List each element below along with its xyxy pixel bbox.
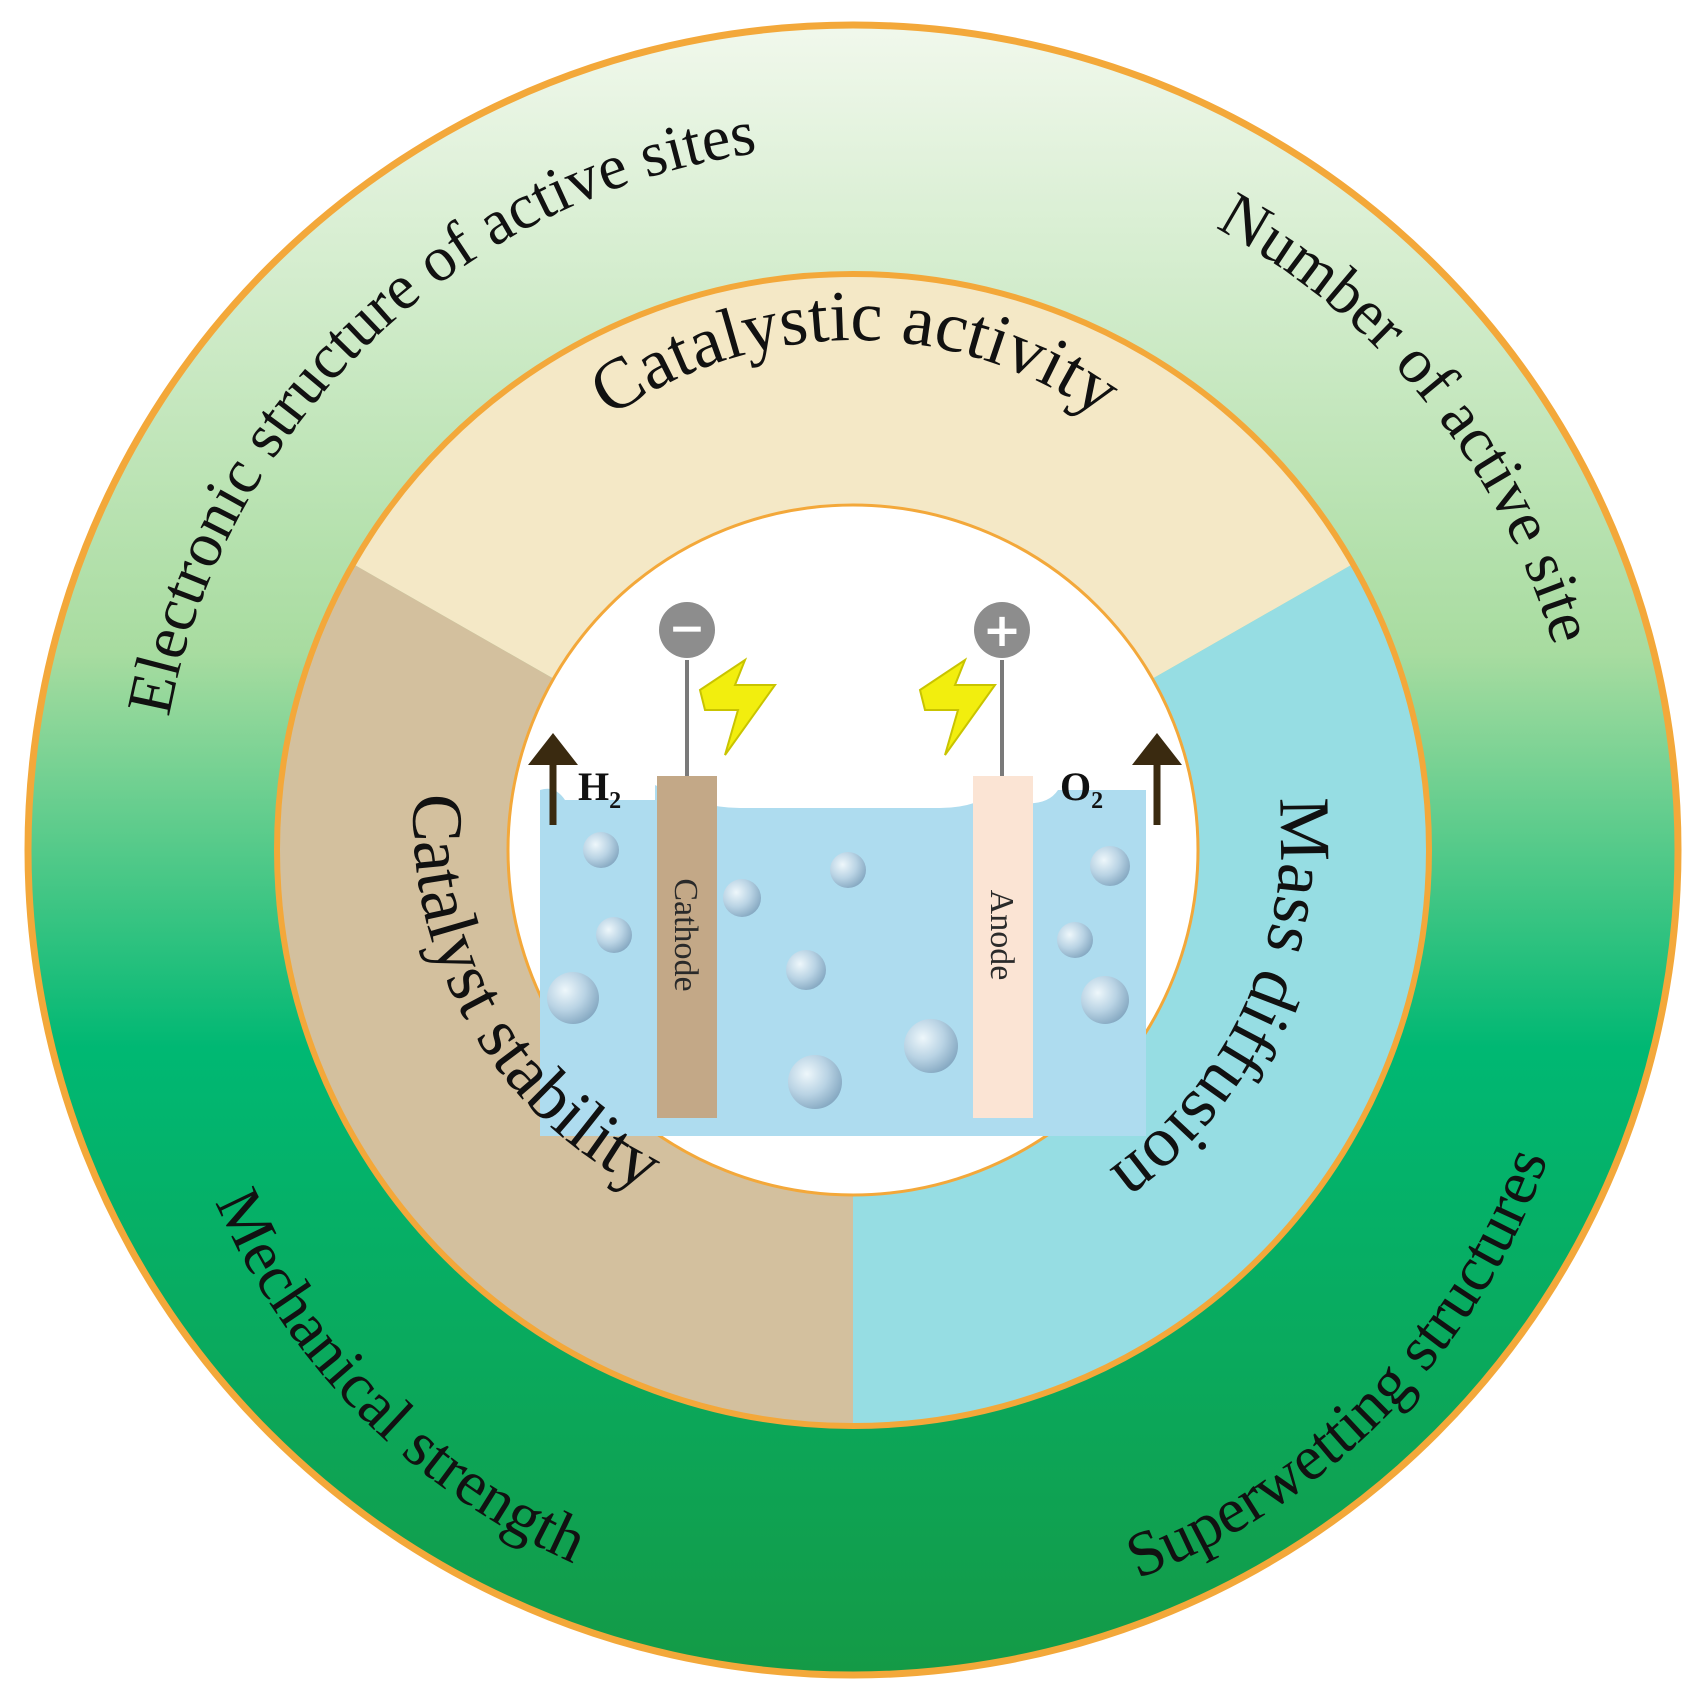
bubble	[547, 972, 599, 1024]
middle-ring-border	[274, 271, 1432, 1429]
anode-sign: +	[983, 603, 1022, 657]
cathode-label: Cathode	[667, 878, 704, 991]
bubble	[583, 832, 619, 868]
bubble	[904, 1019, 958, 1073]
h2-arrow-icon	[528, 733, 578, 825]
anode-terminal	[974, 602, 1030, 658]
electrolysis-cell: Cathode − Anode + H₂ O₂	[528, 602, 1182, 1136]
bubble	[830, 852, 866, 888]
anode-label: Anode	[983, 890, 1020, 981]
lightning-icon	[918, 657, 997, 756]
h2-label: H₂	[578, 764, 621, 809]
bubble	[1090, 846, 1130, 886]
electrolyte	[540, 785, 1146, 1136]
bubble	[596, 917, 632, 953]
o2-arrow-icon	[1132, 733, 1182, 825]
bubbles	[547, 832, 1130, 1109]
lightning-icon	[698, 657, 777, 756]
cathode-sign: −	[669, 603, 706, 654]
bubble	[786, 950, 826, 990]
anode-electrode	[973, 776, 1033, 1118]
bubble	[1081, 976, 1129, 1024]
cathode-terminal	[659, 602, 715, 658]
bubble	[723, 879, 761, 917]
o2-label: O₂	[1060, 764, 1103, 809]
bubble	[1057, 922, 1093, 958]
bubble	[788, 1055, 842, 1109]
cathode-electrode	[657, 776, 717, 1118]
